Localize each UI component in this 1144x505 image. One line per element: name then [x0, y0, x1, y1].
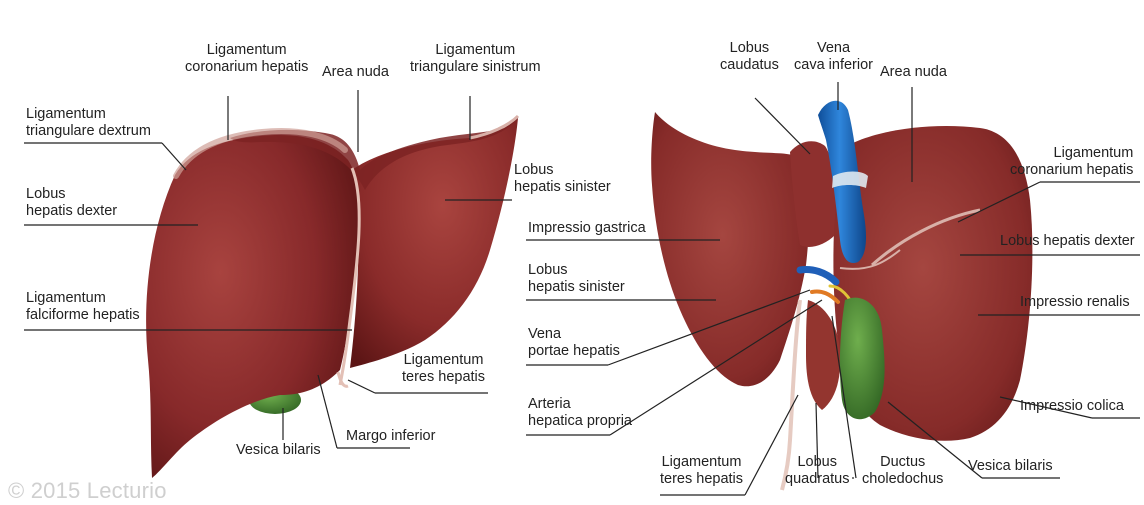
label-lobus-sinister-left: Lobus hepatis sinister — [514, 162, 611, 196]
label-lobus-quadratus: Lobus quadratus — [785, 454, 850, 488]
label-margo-inferior: Margo inferior — [346, 428, 435, 445]
label-lig-triangulare-dextrum: Ligamentum triangulare dextrum — [26, 106, 151, 140]
label-area-nuda-left: Area nuda — [322, 64, 389, 81]
label-lig-teres-left: Ligamentum teres hepatis — [402, 352, 485, 386]
left-lobe-shape — [350, 118, 518, 368]
right-lobe-shape — [146, 135, 359, 478]
visceral-liver — [651, 101, 1032, 490]
anterior-liver — [146, 116, 518, 478]
label-lig-teres-right: Ligamentum teres hepatis — [660, 454, 743, 488]
watermark: © 2015 Lecturio — [8, 478, 167, 504]
label-lobus-dexter-right: Lobus hepatis dexter — [1000, 233, 1135, 250]
label-arteria-hepatica: Arteria hepatica propria — [528, 396, 632, 430]
label-lig-coronarium-right: Ligamentum coronarium hepatis — [1010, 145, 1133, 179]
label-impressio-renalis: Impressio renalis — [1020, 294, 1130, 311]
label-vesica-biliaris-left: Vesica bilaris — [236, 442, 321, 459]
label-lig-triangulare-sinistrum: Ligamentum triangulare sinistrum — [410, 42, 541, 76]
label-lobus-dexter-left: Lobus hepatis dexter — [26, 186, 117, 220]
label-ductus-choledochus: Ductus choledochus — [862, 454, 943, 488]
label-area-nuda-right: Area nuda — [880, 64, 947, 81]
label-lig-coronarium-left: Ligamentum coronarium hepatis — [185, 42, 308, 76]
label-impressio-gastrica: Impressio gastrica — [528, 220, 646, 237]
label-lig-falciforme: Ligamentum falciforme hepatis — [26, 290, 140, 324]
label-lobus-sinister-right: Lobus hepatis sinister — [528, 262, 625, 296]
label-vesica-biliaris-right: Vesica bilaris — [968, 458, 1053, 475]
label-lobus-caudatus: Lobus caudatus — [720, 40, 779, 74]
label-vena-cava: Vena cava inferior — [794, 40, 873, 74]
label-impressio-colica: Impressio colica — [1020, 398, 1124, 415]
left-lobe-visceral-shape — [651, 112, 809, 386]
label-vena-portae: Vena portae hepatis — [528, 326, 620, 360]
gallbladder-visceral-shape — [840, 298, 885, 420]
